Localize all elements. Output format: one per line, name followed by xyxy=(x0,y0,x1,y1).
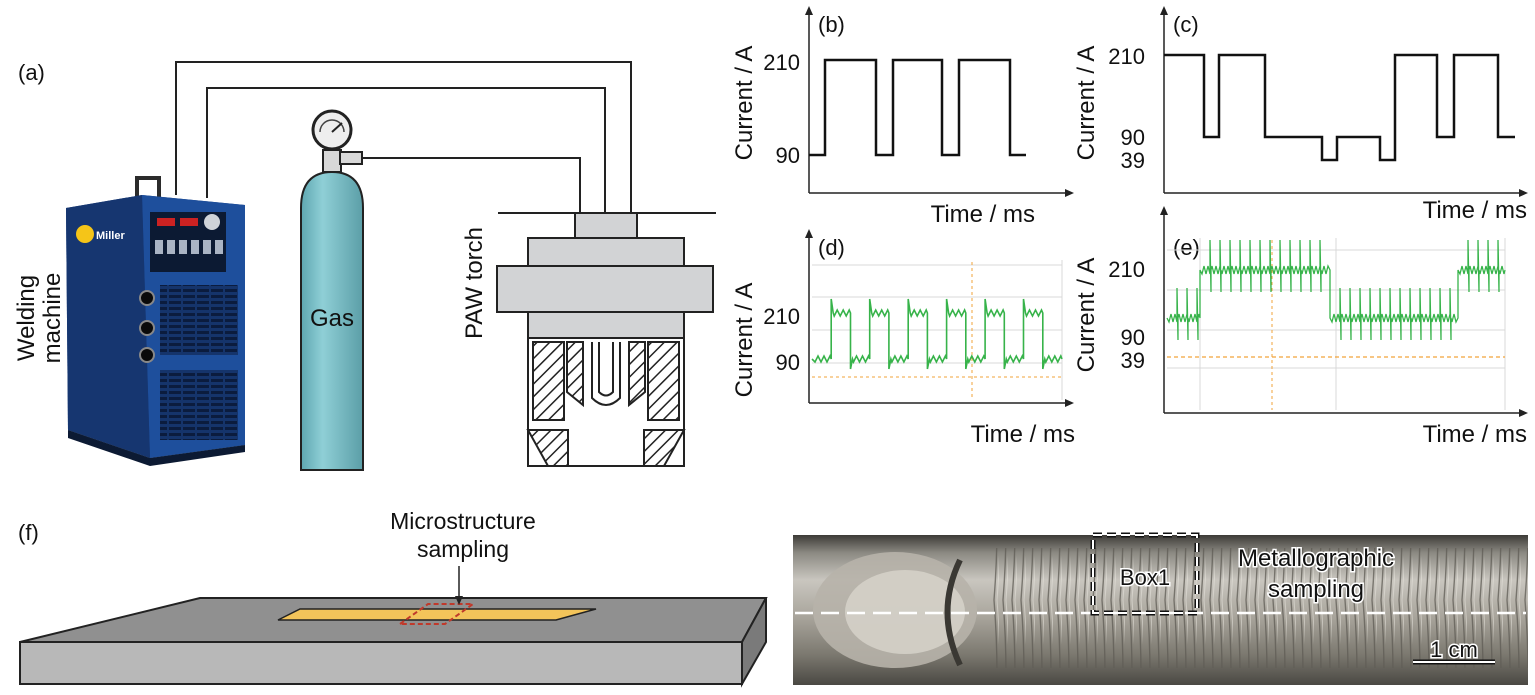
panel-e-x-arrow-icon xyxy=(1519,409,1528,417)
welding-machine: Miller xyxy=(66,176,245,466)
panel-e-waveform xyxy=(1166,239,1506,341)
welding-machine-label-line1: Welding xyxy=(13,275,40,361)
panel-b-ytick-210: 210 xyxy=(763,50,800,75)
metallographic-label-line2: sampling xyxy=(1268,576,1364,603)
microstructure-label-line2: sampling xyxy=(417,536,509,562)
panel-a: (a) Miller xyxy=(13,60,716,471)
panel-b: (b) 210 90 Current / A Time / ms xyxy=(731,6,1074,228)
panel-c-ytick-90: 90 xyxy=(1121,125,1145,150)
panel-e: (e) 210 90 39 Current / A Time / ms xyxy=(1073,206,1528,448)
panel-e-y-arrow-icon xyxy=(1160,206,1168,215)
welding-machine-label-line2: machine xyxy=(39,273,66,364)
pressure-gauge-icon xyxy=(311,109,353,151)
panel-d-ylabel: Current / A xyxy=(731,283,758,398)
panel-e-gridlines xyxy=(1167,238,1506,410)
panel-e-ytick-90: 90 xyxy=(1121,325,1145,350)
microstructure-label-line1: Microstructure xyxy=(390,508,536,534)
panel-c-waveform xyxy=(1164,53,1515,162)
panel-c-y-arrow-icon xyxy=(1160,6,1168,15)
panel-e-label: (e) xyxy=(1173,235,1200,260)
panel-c-ytick-39: 39 xyxy=(1121,148,1145,173)
panel-e-ytick-210: 210 xyxy=(1108,257,1145,282)
panel-a-label: (a) xyxy=(18,60,45,85)
panel-d-ytick-90: 90 xyxy=(776,350,800,375)
panel-c-xlabel: Time / ms xyxy=(1423,197,1527,224)
test-plate xyxy=(19,566,768,688)
panel-b-x-arrow-icon xyxy=(1065,189,1074,197)
panel-d-ytick-210: 210 xyxy=(763,304,800,329)
panel-e-ylabel: Current / A xyxy=(1073,258,1100,373)
panel-f: (f) Microstructure sampling Box1 xyxy=(18,508,1528,688)
panel-c-ylabel: Current / A xyxy=(1073,46,1100,161)
panel-d-x-arrow-icon xyxy=(1065,399,1074,407)
panel-b-waveform xyxy=(809,58,1026,157)
panel-d: (d) 210 90 Current / A Time / ms xyxy=(731,229,1075,448)
panel-d-waveform xyxy=(811,298,1063,370)
panel-d-xlabel: Time / ms xyxy=(971,421,1075,448)
panel-d-gridlines xyxy=(812,260,1063,400)
sampling-arrow-icon xyxy=(455,596,463,605)
weld-photo xyxy=(793,532,1528,685)
panel-b-ytick-90: 90 xyxy=(776,143,800,168)
panel-c-label: (c) xyxy=(1173,12,1199,37)
panel-d-label: (d) xyxy=(818,235,845,260)
panel-b-xlabel: Time / ms xyxy=(931,201,1035,228)
panel-c: (c) 210 90 39 Current / A Time / ms xyxy=(1073,6,1528,224)
weld-bead xyxy=(277,608,597,621)
scale-bar-label: 1 cm xyxy=(1430,637,1478,662)
gas-cylinder xyxy=(300,109,364,471)
panel-b-ylabel: Current / A xyxy=(731,46,758,161)
panel-d-y-arrow-icon xyxy=(805,229,813,238)
panel-b-label: (b) xyxy=(818,12,845,37)
machine-brand: Miller xyxy=(96,230,125,242)
panel-c-ytick-210: 210 xyxy=(1108,44,1145,69)
paw-torch xyxy=(496,212,716,467)
panel-e-ytick-39: 39 xyxy=(1121,348,1145,373)
panel-e-xlabel: Time / ms xyxy=(1423,421,1527,448)
box1-label: Box1 xyxy=(1120,565,1170,590)
paw-torch-label: PAW torch xyxy=(461,227,488,339)
gas-hose xyxy=(360,157,581,213)
power-cable-outer xyxy=(175,61,632,213)
panel-b-y-arrow-icon xyxy=(805,6,813,15)
power-cable-inner xyxy=(206,87,606,213)
panel-f-label: (f) xyxy=(18,520,39,545)
sampling-region xyxy=(396,603,477,625)
gas-label: Gas xyxy=(310,305,354,332)
metallographic-label-line1: Metallographic xyxy=(1238,545,1394,572)
panel-c-x-arrow-icon xyxy=(1519,189,1528,197)
box1-region-inner xyxy=(1092,534,1198,614)
